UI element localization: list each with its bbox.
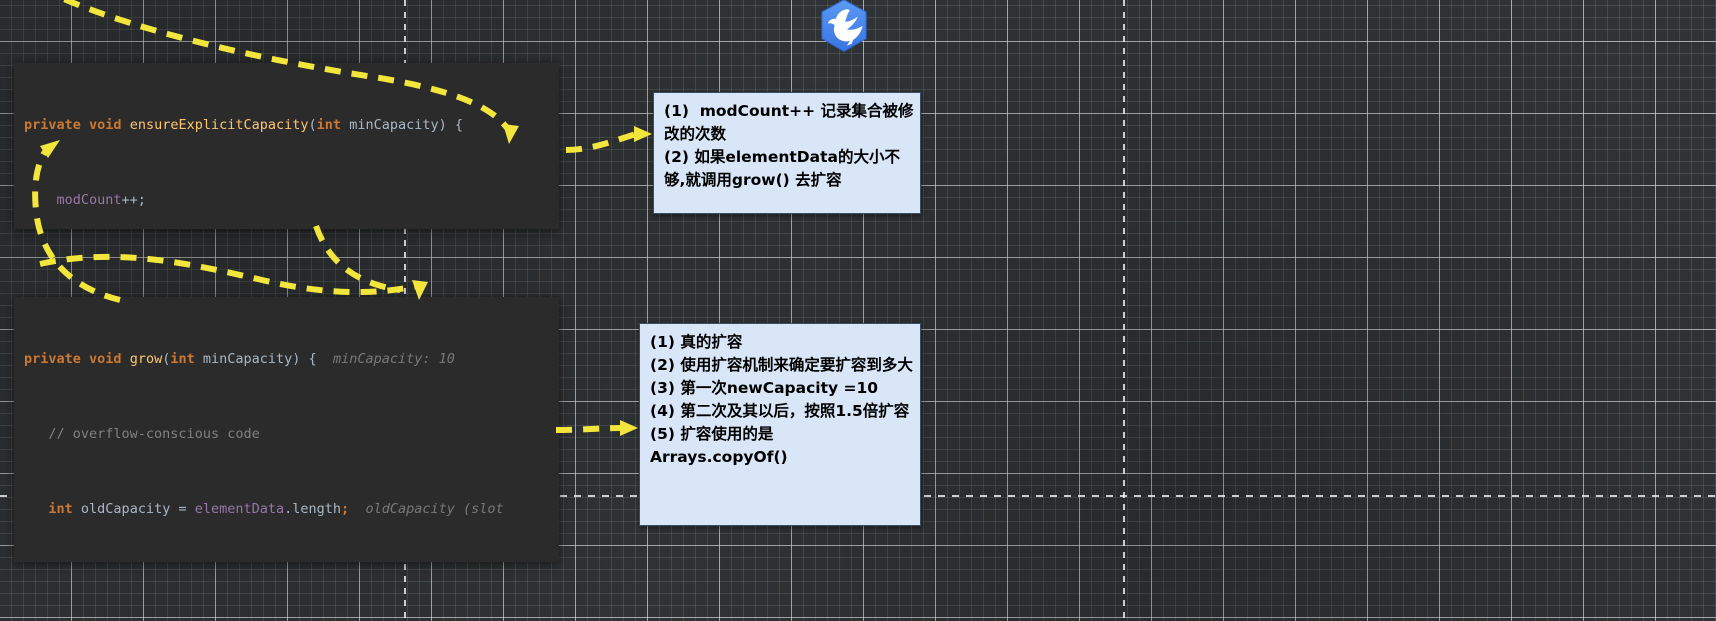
code-line: int oldCapacity = elementData.length; ol… — [48, 501, 504, 517]
code-line: // overflow-conscious code — [48, 426, 260, 442]
code-line: modCount++; — [56, 192, 146, 208]
code-line: private void grow(int minCapacity) { min… — [24, 351, 455, 367]
code-line: private void ensureExplicitCapacity(int … — [24, 117, 463, 133]
code-block-grow[interactable]: private void grow(int minCapacity) { min… — [14, 297, 559, 562]
note-modcount[interactable]: (1) modCount++ 记录集合被修改的次数 (2) 如果elementD… — [653, 92, 921, 214]
hummingbird-logo — [821, 0, 867, 53]
code-block-ensure-explicit-capacity[interactable]: private void ensureExplicitCapacity(int … — [14, 63, 559, 229]
note-grow[interactable]: (1) 真的扩容 (2) 使用扩容机制来确定要扩容到多大 (3) 第一次newC… — [639, 323, 921, 526]
guide-line-vertical-right — [1123, 0, 1125, 621]
